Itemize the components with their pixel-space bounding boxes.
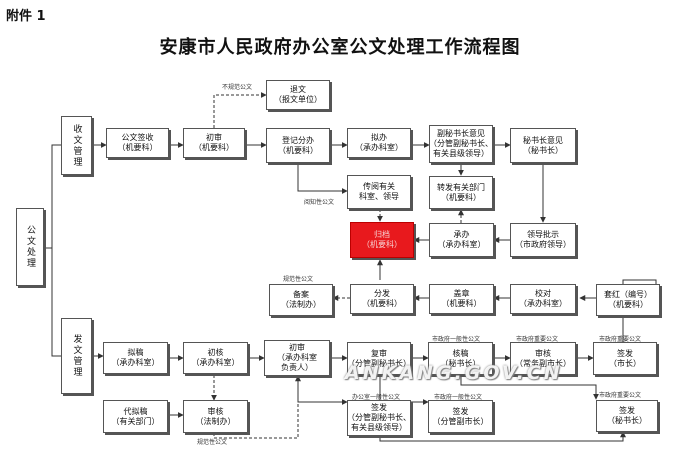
red-print-number-box: 套红（编号）（机要科） (596, 284, 660, 316)
tree-line-receive (44, 144, 61, 249)
arrow-register-to-circulate (297, 163, 348, 194)
plan-box: 拟办（承办科室） (347, 128, 411, 158)
sign-deputy-secretary-box: 签发（分管副秘书长、有关县级领导） (347, 400, 411, 436)
arrow-legal-to-review (213, 375, 301, 439)
doc-sign-box: 公文签收（机要科） (106, 128, 169, 158)
arrow-office-bottom (379, 431, 626, 442)
root-box-document-processing: 公文处理 (16, 208, 44, 286)
sign-secretary-box: 签发（秘书长） (596, 400, 658, 432)
label-normative-doc-bottom: 规范性公文 (197, 439, 228, 446)
draft-verify-box: 核稿（秘书长） (428, 342, 493, 375)
re-examine-box: 复审（分管副秘书长） (347, 342, 411, 375)
label-gov-general-doc: 市政府一般性公文 (432, 336, 481, 343)
initial-review-box: 初审（承办科室负责人） (264, 340, 330, 376)
legal-review-box: 审核（法制办） (183, 400, 248, 433)
arrow-check-to-return (213, 92, 267, 128)
proofread-box: 校对（承办科室） (510, 284, 576, 314)
archive-box: 归档（机要科） (350, 222, 414, 258)
sign-mayor-box: 签发（市长） (593, 342, 657, 375)
leader-instruction-box: 领导批示（市政府领导） (510, 223, 576, 257)
initial-check-box: 初审（机要科） (183, 128, 245, 158)
label-nonstandard-doc: 不规范公文 (222, 84, 253, 91)
pre-check-box: 初核（承办科室） (183, 342, 248, 374)
executive-review-box: 审核（常务副市长） (510, 342, 576, 375)
return-doc-box: 退文（报文单位） (266, 80, 330, 110)
arrow-review-to-office (297, 376, 348, 405)
label-gov-important-doc-3: 市政府重要公文 (599, 392, 642, 399)
distribute-box: 分发（机要科） (350, 284, 414, 314)
label-read-only-doc: 阅知性公文 (304, 199, 335, 206)
draft-box: 拟稿（承办科室） (103, 342, 168, 374)
tree-line-issue (51, 248, 61, 357)
attachment-label: 附件 1 (6, 9, 46, 24)
arrow-proof-to-secretary (460, 376, 599, 400)
forward-dept-box: 转发有关部门（机要科） (429, 176, 493, 209)
receive-management-box: 收文管理 (61, 116, 92, 175)
proxy-draft-box: 代拟稿（有关部门） (103, 400, 168, 433)
watermark: ANKANG.GOV.CN (345, 362, 563, 384)
label-office-general-doc: 办公室一般性公文 (352, 394, 401, 401)
page-title: 安康市人民政府办公室公文处理工作流程图 (159, 37, 521, 58)
handle-box: 承办（承办科室） (429, 223, 494, 257)
secretary-general-opinion-box: 秘书长意见（秘书长） (510, 128, 576, 163)
label-gov-general-doc-2: 市政府一般性公文 (434, 394, 483, 401)
register-distribute-box: 登记分办（机要科） (266, 128, 330, 163)
deputy-secretary-opinion-box: 副秘书长意见（分管副秘书长、有关县级领导） (429, 125, 493, 163)
issue-management-box: 发文管理 (61, 318, 92, 394)
filing-box: 备案（法制办） (269, 284, 333, 316)
label-gov-important-doc-1: 市政府重要公文 (516, 336, 559, 343)
seal-box: 盖章（机要科） (429, 284, 494, 314)
circulate-box: 传阅有关科室、领导 (347, 175, 411, 209)
label-gov-important-doc-2: 市政府重要公文 (599, 336, 642, 343)
label-normative-doc-top: 规范性公文 (283, 276, 314, 283)
sign-vice-mayor-box: 签发（分管副市长） (428, 400, 493, 433)
